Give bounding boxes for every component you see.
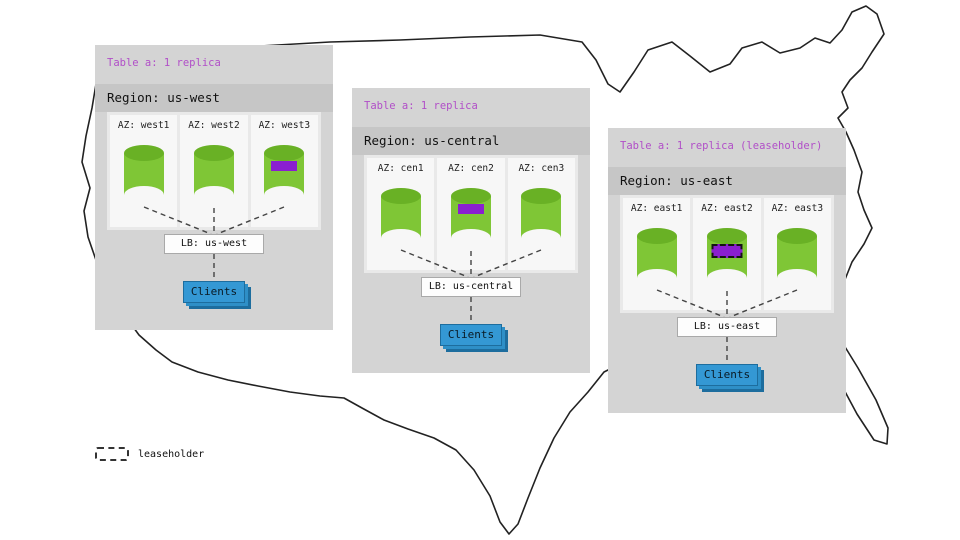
database-cylinder <box>635 226 679 289</box>
database-cylinder-icon <box>450 188 491 238</box>
az-column-west1: AZ: west1 <box>110 115 178 227</box>
region-header-band: Region: us-west <box>95 84 333 112</box>
clients-box: Clients <box>183 281 245 303</box>
database-cylinder-icon <box>123 145 164 195</box>
leaseholder-swatch-icon <box>95 447 129 461</box>
legend-label: leaseholder <box>138 448 205 460</box>
database-cylinder-icon <box>264 145 305 195</box>
az-column-east2: AZ: east2 <box>693 198 761 310</box>
database-cylinder <box>705 226 749 289</box>
database-cylinder <box>262 143 306 206</box>
region-label: Region: us-central <box>364 133 500 148</box>
table-replica-label: Table a: 1 replica <box>107 57 221 69</box>
replica-bar <box>271 161 298 171</box>
region-header-band: Region: us-central <box>352 127 590 155</box>
region-header-band: Region: us-east <box>608 167 846 195</box>
database-cylinder-icon <box>777 228 818 278</box>
clients-box: Clients <box>696 364 758 386</box>
database-cylinder <box>192 143 236 206</box>
database-cylinder-icon <box>521 188 562 238</box>
database-cylinder <box>775 226 819 289</box>
database-cylinder-icon <box>193 145 234 195</box>
database-cylinder <box>519 186 563 249</box>
az-column-cen2: AZ: cen2 <box>437 158 505 270</box>
az-label: AZ: cen3 <box>518 163 565 174</box>
az-label: AZ: east1 <box>630 203 683 214</box>
leaseholder-replica-bar <box>711 244 743 258</box>
load-balancer-box: LB: us-west <box>164 234 264 254</box>
region-panel-us-west: Table a: 1 replica Region: us-west AZ: w… <box>95 45 333 330</box>
az-column-east3: AZ: east3 <box>763 198 831 310</box>
az-label: AZ: cen1 <box>377 163 424 174</box>
database-cylinder-icon <box>636 228 677 278</box>
database-cylinder <box>122 143 166 206</box>
load-balancer-box: LB: us-east <box>677 317 777 337</box>
az-label: AZ: west2 <box>188 120 240 131</box>
az-container: AZ: west1 AZ: west2 AZ: west <box>107 112 321 230</box>
az-label: AZ: west3 <box>258 120 311 131</box>
az-label: AZ: cen2 <box>448 163 494 174</box>
table-replica-label: Table a: 1 replica <box>364 100 478 112</box>
replica-bar <box>457 204 484 214</box>
az-container: AZ: east1 AZ: east2 AZ: east <box>620 195 834 313</box>
database-cylinder <box>379 186 423 249</box>
az-column-cen1: AZ: cen1 <box>367 158 435 270</box>
az-column-east1: AZ: east1 <box>623 198 691 310</box>
clients-box: Clients <box>440 324 502 346</box>
az-container: AZ: cen1 AZ: cen2 AZ: cen3 <box>364 155 578 273</box>
database-cylinder <box>449 186 493 249</box>
az-label: AZ: east2 <box>701 203 753 214</box>
az-label: AZ: west1 <box>117 120 170 131</box>
database-cylinder-icon <box>380 188 421 238</box>
az-label: AZ: east3 <box>771 203 824 214</box>
az-column-cen3: AZ: cen3 <box>507 158 575 270</box>
leaseholder-legend: leaseholder <box>95 447 204 461</box>
region-label: Region: us-west <box>107 90 220 105</box>
load-balancer-box: LB: us-central <box>421 277 521 297</box>
az-column-west2: AZ: west2 <box>180 115 248 227</box>
region-panel-us-central: Table a: 1 replica Region: us-central AZ… <box>352 88 590 373</box>
table-replica-label: Table a: 1 replica (leaseholder) <box>620 140 823 152</box>
az-column-west3: AZ: west3 <box>250 115 318 227</box>
region-panel-us-east: Table a: 1 replica (leaseholder) Region:… <box>608 128 846 413</box>
region-label: Region: us-east <box>620 173 733 188</box>
